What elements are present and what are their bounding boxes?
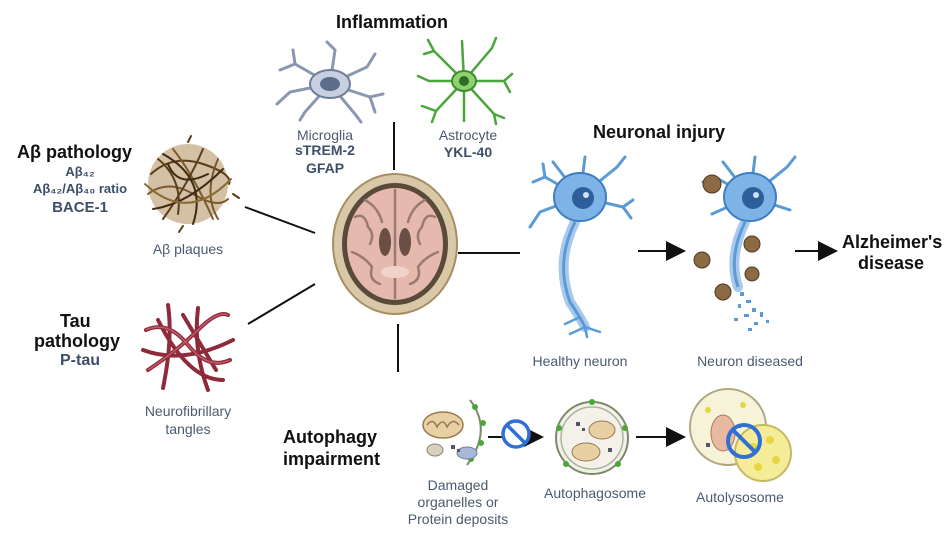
outcome-line1: Alzheimer's bbox=[842, 232, 943, 252]
abeta-title: Aβ pathology bbox=[17, 142, 132, 162]
connector-autophagy bbox=[397, 324, 399, 372]
neuronal-injury-title: Neuronal injury bbox=[593, 122, 726, 142]
damaged-caption-line1: Damaged bbox=[427, 477, 489, 493]
astrocyte-label: Astrocyte bbox=[438, 127, 498, 143]
brain-icon bbox=[332, 173, 458, 315]
damaged-caption-line3: Protein deposits bbox=[407, 511, 509, 527]
healthy-neuron-caption: Healthy neuron bbox=[532, 353, 628, 369]
autophagosome-icon bbox=[555, 399, 629, 475]
tau-tangle-icon bbox=[141, 303, 235, 392]
healthy-neuron-icon bbox=[528, 155, 635, 339]
damaged-organelles-icon bbox=[422, 399, 486, 466]
autolysosome-icon bbox=[689, 388, 792, 482]
tau-caption-line2: tangles bbox=[165, 421, 211, 437]
abeta-plaques-caption: Aβ plaques bbox=[152, 241, 224, 257]
microglia-marker-strem2: sTREM-2 bbox=[295, 142, 355, 158]
tau-caption-line1: Neurofibrillary bbox=[144, 403, 232, 419]
microglia-icon bbox=[275, 40, 385, 124]
outcome-line2: disease bbox=[858, 253, 925, 273]
tau-title-line1: Tau bbox=[60, 311, 91, 331]
autophagy-title-line1: Autophagy bbox=[283, 427, 377, 447]
tau-marker-ptau: P-tau bbox=[60, 352, 100, 369]
diseased-neuron-icon bbox=[693, 155, 797, 331]
damaged-caption-line2: organelles or bbox=[417, 494, 499, 510]
microglia-label: Microglia bbox=[296, 127, 353, 143]
abeta-marker-ratio: Aβ₄₂/Aβ₄₀ ratio bbox=[32, 181, 128, 196]
autophagosome-caption: Autophagosome bbox=[544, 485, 646, 501]
abeta-plaque-icon bbox=[144, 135, 240, 233]
abeta-marker-bace1: BACE-1 bbox=[52, 199, 108, 216]
astrocyte-marker-ykl40: YKL-40 bbox=[443, 144, 493, 160]
inflammation-title: Inflammation bbox=[336, 12, 449, 32]
block-icon-1 bbox=[501, 419, 531, 449]
diseased-neuron-caption: Neuron diseased bbox=[697, 353, 803, 369]
astrocyte-icon bbox=[416, 36, 514, 126]
connector-inflammation bbox=[393, 122, 395, 170]
abeta-marker-abeta42: Aβ₄₂ bbox=[65, 164, 95, 179]
autolysosome-caption: Autolysosome bbox=[696, 489, 784, 505]
tau-title-line2: pathology bbox=[34, 331, 120, 351]
autophagy-title-line2: impairment bbox=[283, 449, 381, 469]
microglia-marker-gfap: GFAP bbox=[305, 160, 345, 176]
